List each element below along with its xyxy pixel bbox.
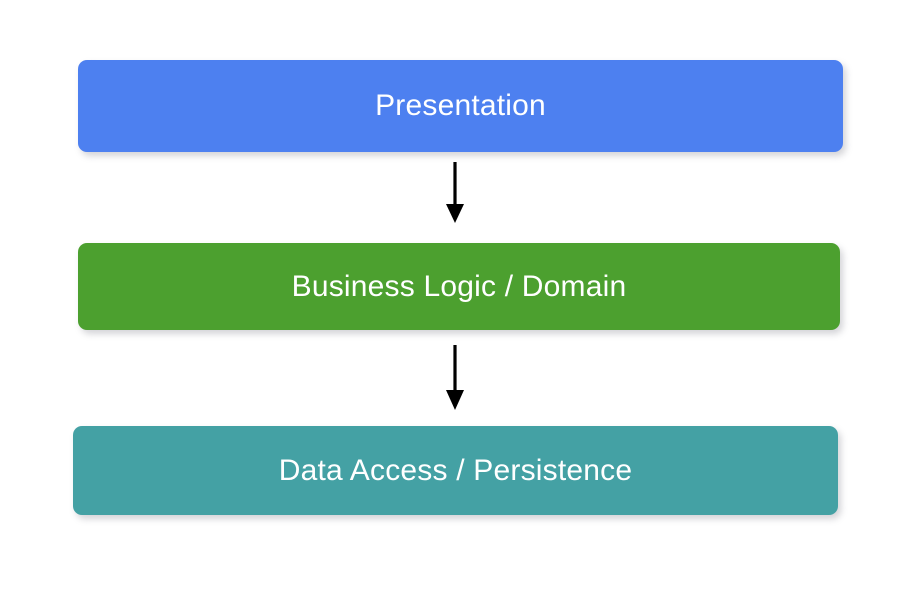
- arrow-head-icon: [446, 204, 464, 223]
- node-business-logic-label: Business Logic / Domain: [291, 269, 627, 303]
- node-presentation[interactable]: Presentation: [78, 60, 843, 152]
- arrow-business-to-data: [446, 345, 464, 410]
- arrow-presentation-to-business: [446, 162, 464, 223]
- arrow-head-icon: [446, 390, 464, 410]
- node-data-access[interactable]: Data Access / Persistence: [73, 426, 838, 515]
- node-business-logic[interactable]: Business Logic / Domain: [78, 243, 840, 330]
- node-data-access-label: Data Access / Persistence: [278, 453, 633, 487]
- node-presentation-label: Presentation: [375, 89, 546, 122]
